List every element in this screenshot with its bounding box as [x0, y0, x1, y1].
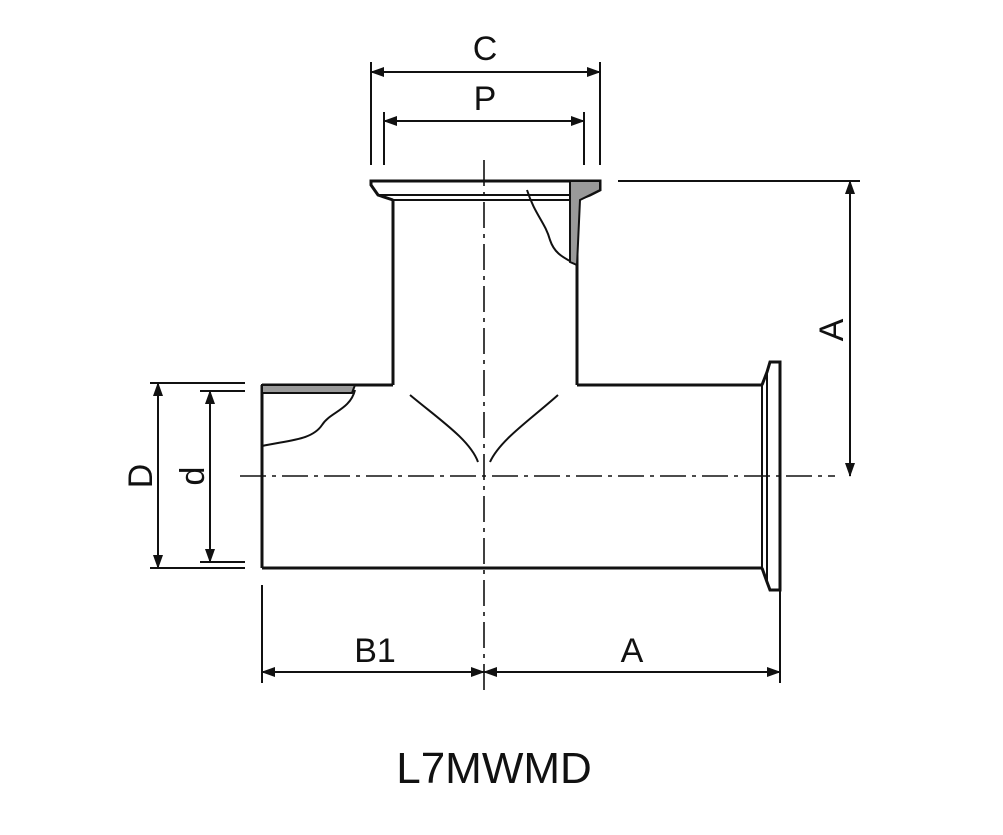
dimension-a-horizontal-label: A — [621, 632, 644, 670]
tee-body — [260, 179, 782, 592]
model-label: L7MWMD — [396, 744, 592, 793]
dimension-d-inner-label: d — [174, 467, 212, 486]
dimension-b1-label: B1 — [354, 632, 396, 670]
dimension-d-outer-label: D — [122, 464, 160, 489]
dimension-d-outer: D — [122, 382, 245, 569]
dimension-p: P — [383, 80, 585, 165]
dimension-d-inner: d — [174, 390, 245, 563]
dimension-c: C — [370, 30, 601, 165]
dimension-a-vertical-label: A — [813, 318, 851, 341]
center-lines — [240, 160, 835, 690]
dimension-a-vertical: A — [618, 180, 860, 477]
dimension-c-label: C — [473, 30, 498, 68]
dimension-bottom: B1 A — [261, 585, 781, 683]
dimension-p-label: P — [474, 80, 497, 118]
